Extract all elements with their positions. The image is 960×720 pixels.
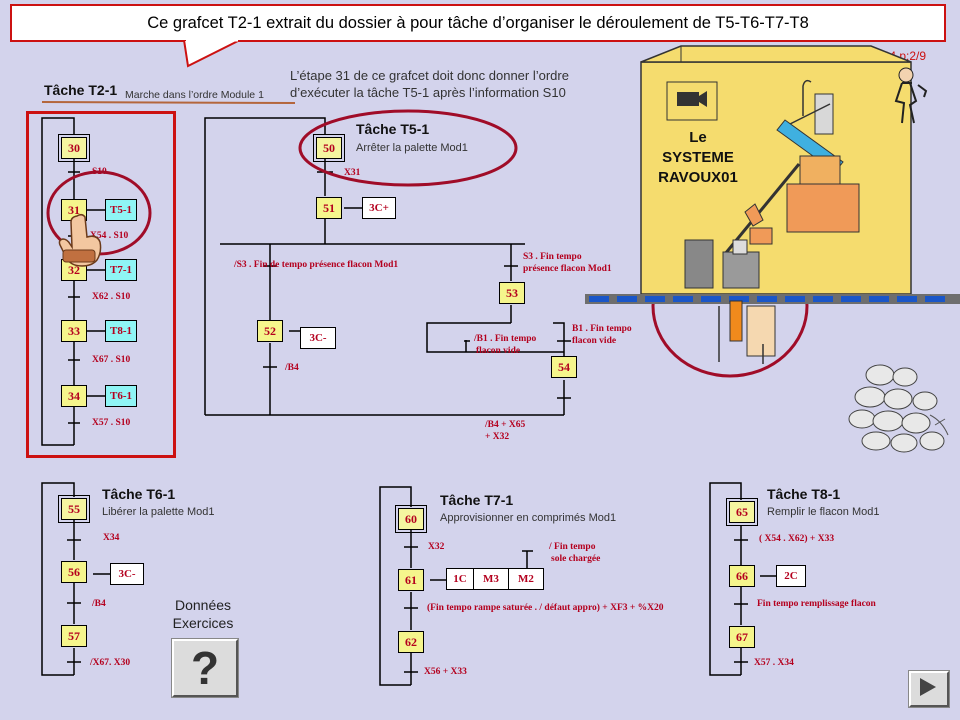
exercises-label: Données Exercices	[160, 596, 246, 632]
t6-step-56: 56	[61, 561, 87, 583]
t2-step-34: 34	[61, 385, 87, 407]
banner-text: Ce grafcet T2-1 extrait du dossier à pou…	[147, 13, 809, 32]
t8-subtitle: Remplir le flacon Mod1	[767, 506, 880, 518]
t7-step-62: 62	[398, 631, 424, 653]
t5-cond-s3-a: S3 . Fin tempo	[523, 252, 582, 262]
t2-title-underline	[41, 101, 296, 104]
t7-subtitle: Approvisionner en comprimés Mod1	[440, 512, 617, 524]
system-label-line-1: Le	[689, 129, 707, 146]
t5-cond-b4-not: /B4	[285, 363, 299, 373]
t2-action-t8-1: T8-1	[105, 320, 137, 342]
t7-cond-tempo-b: sole chargée	[551, 554, 601, 564]
t5-cond-b1-not-b: flacon vide	[476, 346, 521, 356]
t2-cond-3: X62 . S10	[92, 292, 131, 302]
t7-step-60: 60	[395, 505, 427, 533]
t8-action-2c: 2C	[776, 565, 806, 587]
t7-cond-x32: X32	[428, 542, 445, 552]
t2-step-33: 33	[61, 320, 87, 342]
t8-step-66: 66	[729, 565, 755, 587]
t5-cond-x31: X31	[344, 168, 361, 178]
t5-cond-b1-b: flacon vide	[572, 336, 617, 346]
t5-cond-b1-a: B1 . Fin tempo	[572, 324, 632, 334]
t5-action-3c-plus: 3C+	[362, 197, 396, 219]
t6-cond-x34: X34	[103, 533, 120, 543]
t5-cond-final-a: /B4 + X65	[485, 420, 526, 430]
system-label-line-3: RAVOUX01	[658, 169, 738, 186]
system-label: Le SYSTEME RAVOUX01	[642, 128, 754, 188]
t2-action-t6-1: T6-1	[105, 385, 137, 407]
t5-step-54: 54	[551, 356, 577, 378]
t6-title: Tâche T6-1	[102, 486, 176, 502]
exercises-label-line-1: Données	[174, 597, 232, 613]
pill-pile-icon	[848, 364, 949, 453]
t8-cond-1: ( X54 . X62) + X33	[759, 534, 835, 544]
t8-step-65: 65	[726, 498, 758, 526]
t6-cond-b4: /B4	[92, 599, 106, 609]
system-label-line-2: SYSTEME	[662, 149, 734, 166]
t2-subtitle: Marche dans l’ordre Module 1	[125, 89, 264, 101]
t5-subtitle: Arrêter la palette Mod1	[356, 142, 468, 154]
t8-title: Tâche T8-1	[767, 486, 841, 502]
title-banner: Ce grafcet T2-1 extrait du dossier à pou…	[10, 4, 946, 42]
t5-step-50: 50	[313, 134, 345, 162]
t2-step-30: 30	[58, 134, 90, 162]
note-line-1: L’étape 31 de ce grafcet doit donc donne…	[290, 68, 569, 83]
t5-cond-s3-b: présence flacon Mod1	[523, 264, 612, 274]
t7-title: Tâche T7-1	[440, 492, 514, 508]
t6-subtitle: Libérer la palette Mod1	[102, 506, 215, 518]
question-mark-icon: ?	[190, 642, 220, 694]
next-page-button[interactable]	[909, 671, 949, 707]
t6-step-55: 55	[58, 495, 90, 523]
t2-cond-2: X54 . S10	[90, 231, 129, 241]
t2-title: Tâche T2-1	[44, 82, 118, 98]
t6-cond-x67: /X67. X30	[90, 658, 131, 668]
t6-step-57: 57	[61, 625, 87, 647]
exercises-help-button[interactable]: ?	[172, 639, 238, 697]
next-arrow-icon	[920, 678, 936, 696]
t2-frame	[26, 111, 176, 458]
t2-action-t5-1: T5-1	[105, 199, 137, 221]
worker-figure-icon	[894, 67, 928, 124]
t5-title: Tâche T5-1	[356, 121, 430, 137]
t5-step-51: 51	[316, 197, 342, 219]
t8-cond-3: X57 . X34	[754, 658, 794, 668]
exercises-label-line-2: Exercices	[172, 615, 234, 631]
t7-cond-tempo-a: / Fin tempo	[549, 542, 596, 552]
t7-action-m3: M3	[473, 568, 509, 590]
highlight-task-t5	[298, 109, 518, 187]
t2-action-t7-1: T7-1	[105, 259, 137, 281]
t6-action-3c-minus: 3C-	[110, 563, 144, 585]
t8-cond-2: Fin tempo remplissage flacon	[757, 599, 876, 609]
t2-cond-5: X57 . S10	[92, 418, 131, 428]
note-line-2: d’exécuter la tâche T5-1 après l’informa…	[290, 85, 566, 100]
t7-action-1c: 1C	[446, 568, 474, 590]
camera-icon	[677, 92, 699, 106]
t5-cond-s3-not: /S3 . Fin de tempo présence flacon Mod1	[234, 260, 399, 270]
pointing-hand-icon	[58, 213, 102, 267]
t7-cond-rampe: (Fin tempo rampe saturée . / défaut appr…	[427, 603, 664, 613]
t7-step-61: 61	[398, 569, 424, 591]
t5-cond-b1-not-a: /B1 . Fin tempo	[474, 334, 537, 344]
t5-step-53: 53	[499, 282, 525, 304]
t7-cond-final: X56 + X33	[424, 667, 467, 677]
system-machine-illustration	[585, 45, 960, 364]
t5-step-52: 52	[257, 320, 283, 342]
t2-cond-4: X67 . S10	[92, 355, 131, 365]
t7-action-m2: M2	[508, 568, 544, 590]
t5-cond-final-b: + X32	[485, 432, 510, 442]
t5-action-3c-minus: 3C-	[300, 327, 336, 349]
t8-step-67: 67	[729, 626, 755, 648]
banner-tail	[182, 40, 241, 68]
